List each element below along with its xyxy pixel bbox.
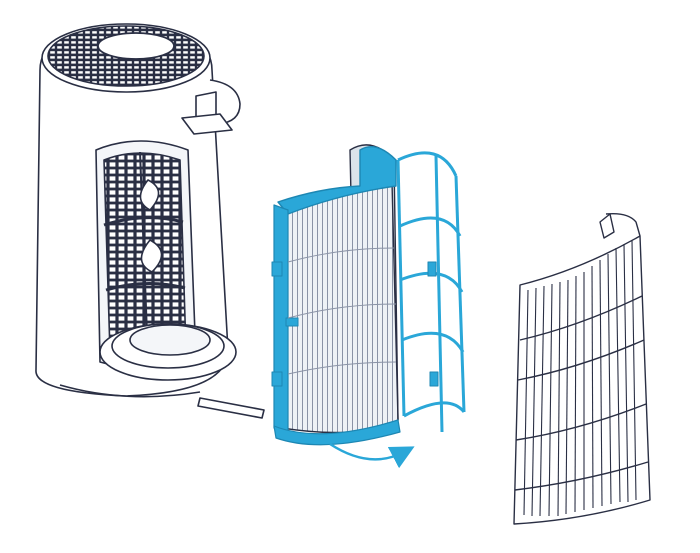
hepa-filter — [271, 144, 401, 446]
filter-cage — [396, 151, 466, 433]
rotate-arrow-icon — [329, 442, 415, 469]
purifier-body — [35, 23, 265, 419]
outer-grille — [513, 212, 651, 525]
